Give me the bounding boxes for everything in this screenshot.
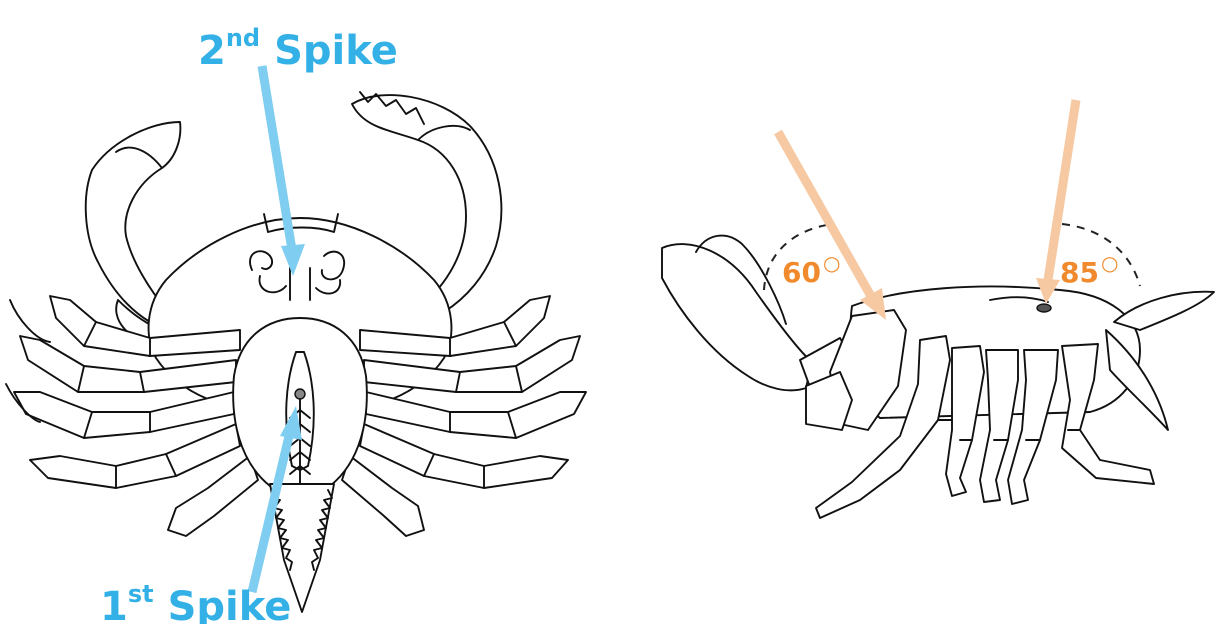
crab-ventral-view-icon [5,91,587,613]
angle-60-label: 60○ [782,251,840,289]
first-spike-arrow [247,430,295,594]
angle-85-label: 85○ [1060,251,1118,289]
spike-arrows [247,65,305,594]
angle-arrows [774,99,1081,320]
side-legs [815,335,1155,519]
first-spike-point [294,388,306,400]
angle-arcs [763,223,1141,291]
angle-60-arrow [774,129,876,301]
left-legs [5,295,259,537]
second-spike-point-side [1036,303,1052,313]
crab-side-view-icon [661,234,1215,519]
right-legs [341,295,587,537]
second-spike-arrow [257,65,297,251]
angle-85-arrow [1043,99,1081,281]
